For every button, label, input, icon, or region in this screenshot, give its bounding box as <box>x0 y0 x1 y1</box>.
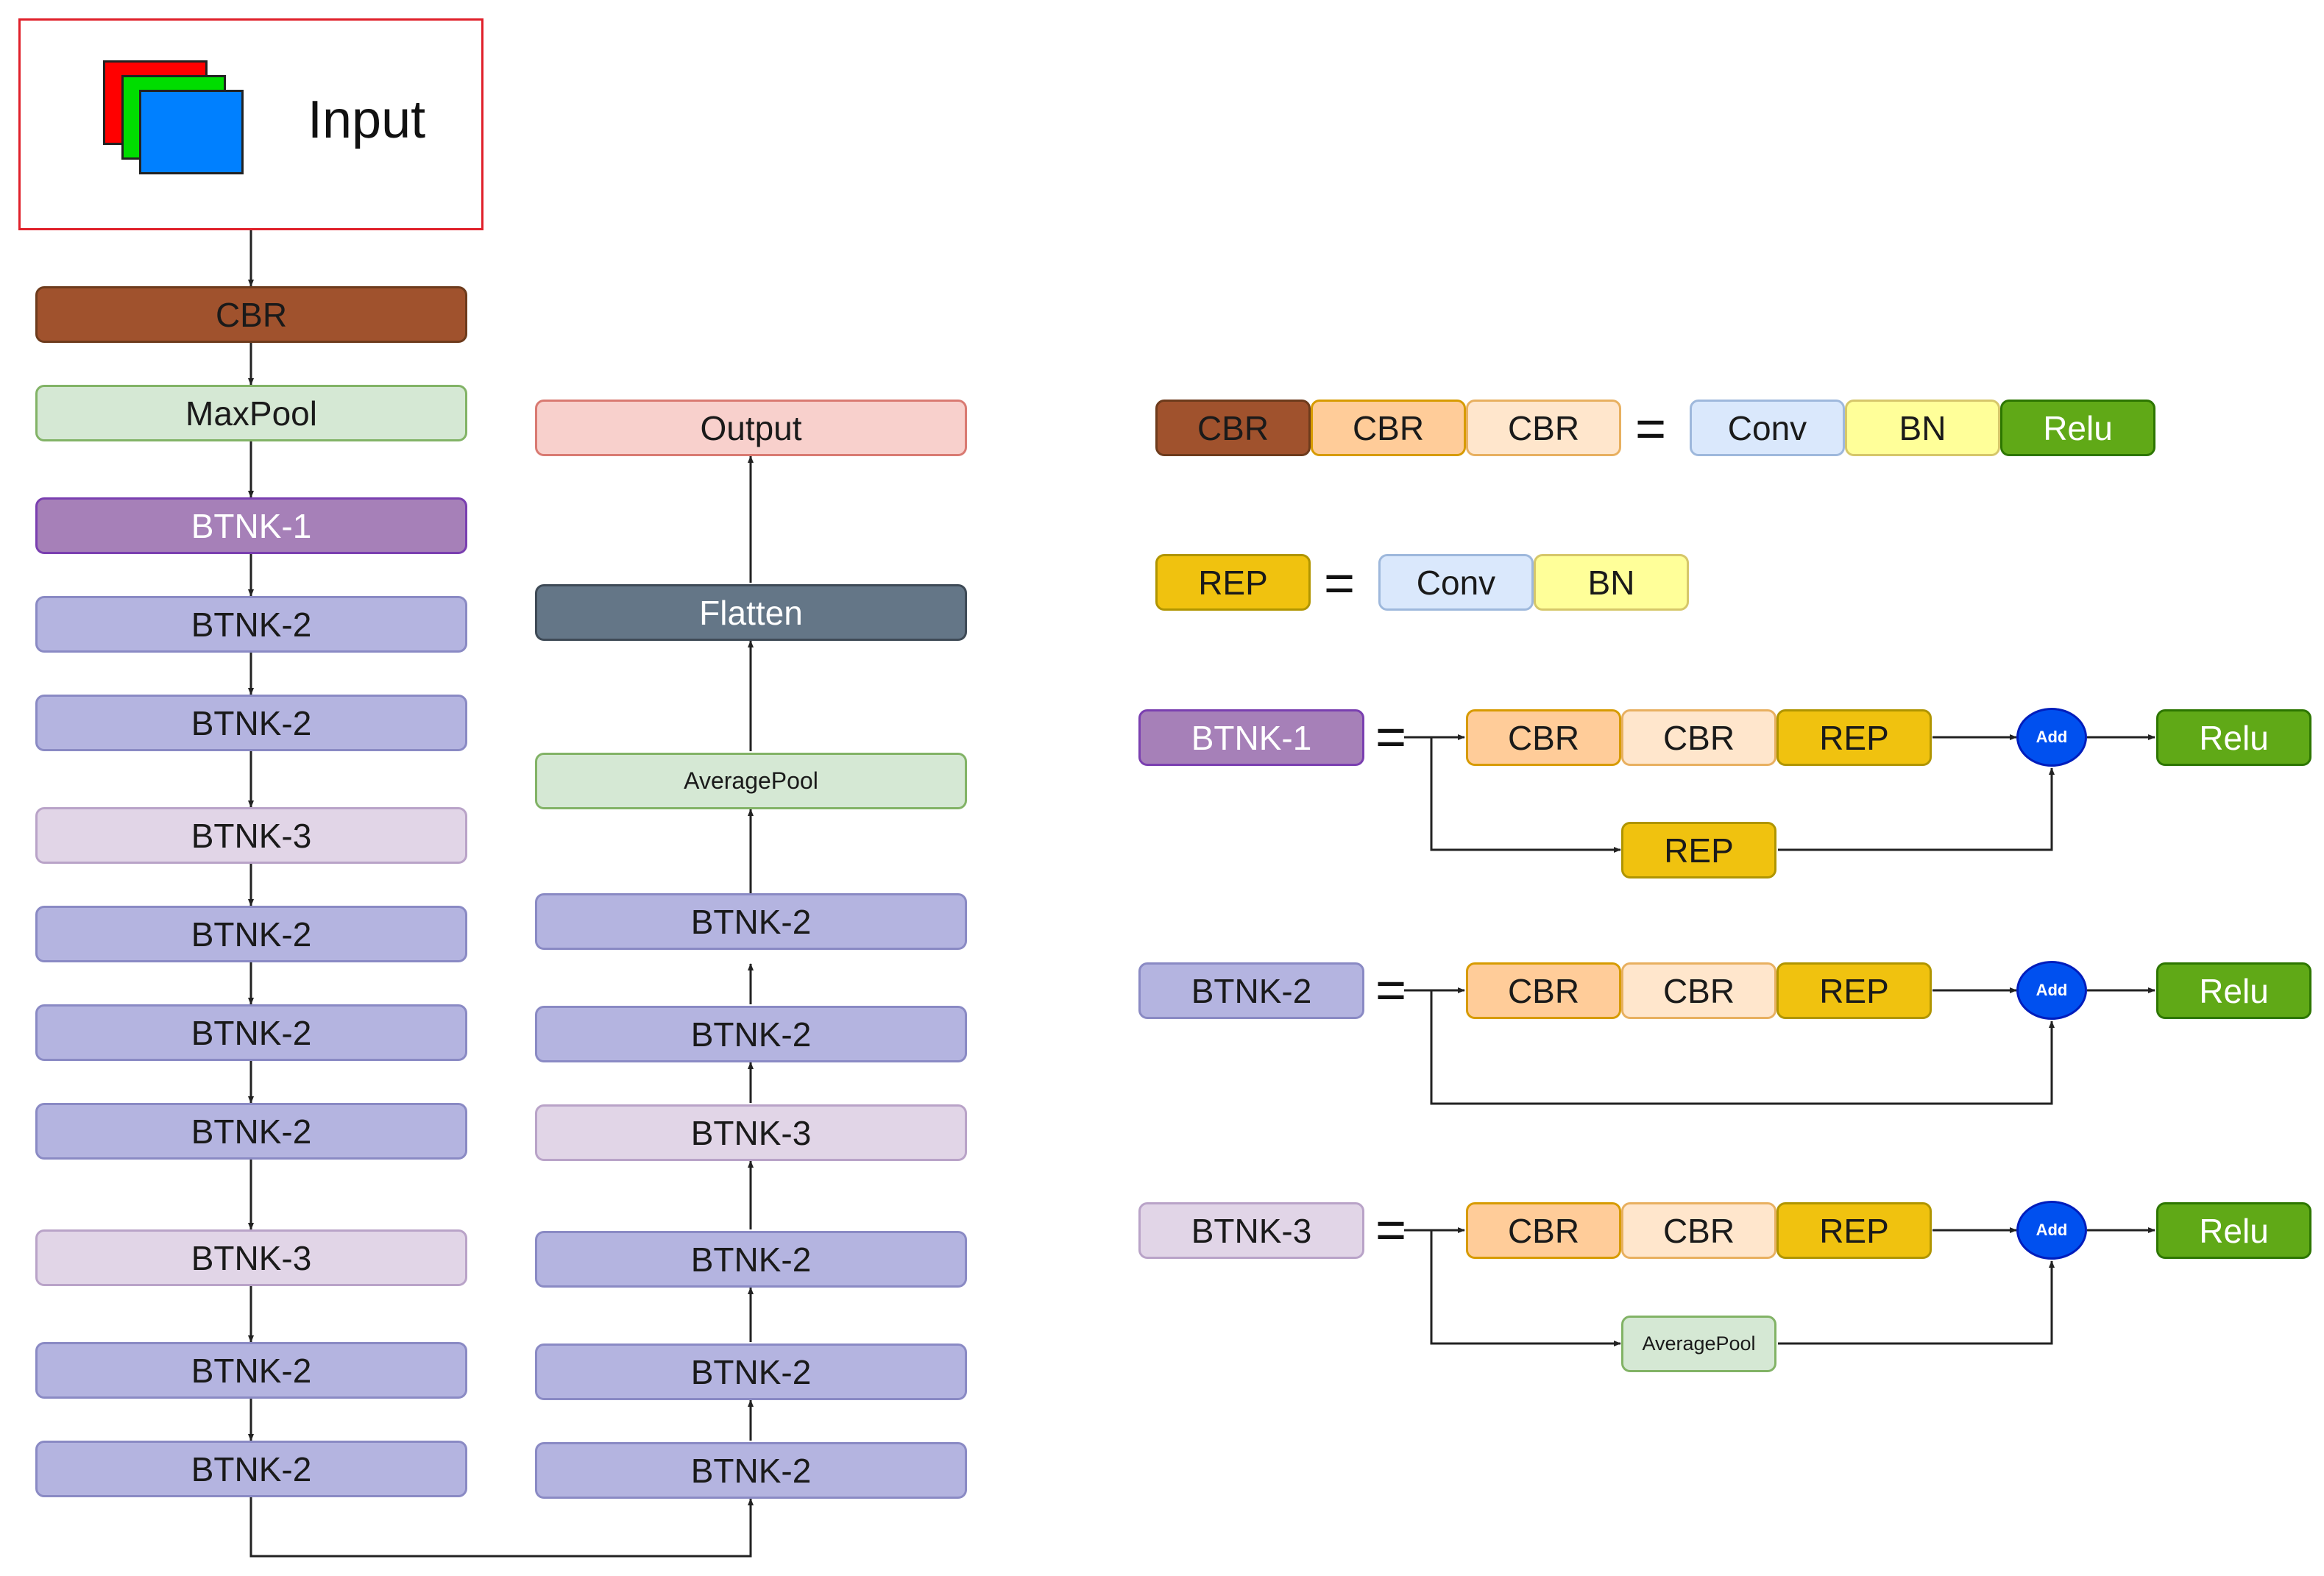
legend-rep-conv: Conv <box>1378 554 1534 611</box>
btnk1-cbr-1: CBR <box>1466 709 1621 766</box>
mid-btnk3-block: BTNK-3 <box>535 1104 967 1161</box>
legend-cbr-light: CBR <box>1466 400 1621 456</box>
btnk1-shortcut-rep: REP <box>1621 822 1776 878</box>
btnk2-add-node: Add <box>2016 961 2087 1020</box>
legend-btnk2: BTNK-2 <box>1138 962 1364 1019</box>
btnk2-cbr-2: CBR <box>1621 962 1776 1019</box>
left-btnk3-block: BTNK-3 <box>35 807 467 864</box>
legend-btnk1: BTNK-1 <box>1138 709 1364 766</box>
left-btnk1-block: BTNK-1 <box>35 497 467 554</box>
left-btnk2-block: BTNK-2 <box>35 695 467 751</box>
legend-conv: Conv <box>1690 400 1845 456</box>
btnk2-rep: REP <box>1776 962 1932 1019</box>
left-maxpool-block: MaxPool <box>35 385 467 441</box>
btnk1-rep: REP <box>1776 709 1932 766</box>
mid-btnk2-block: BTNK-2 <box>535 1231 967 1288</box>
legend-btnk3: BTNK-3 <box>1138 1202 1364 1259</box>
mid-btnk2-block: BTNK-2 <box>535 1343 967 1400</box>
btnk1-relu: Relu <box>2156 709 2311 766</box>
mid-btnk2-block: BTNK-2 <box>535 1006 967 1062</box>
btnk3-shortcut-averagepool: AveragePool <box>1621 1316 1776 1372</box>
legend-rep-bn: BN <box>1534 554 1689 611</box>
legend-cbr-mid: CBR <box>1311 400 1466 456</box>
averagepool-block: AveragePool <box>535 753 967 809</box>
legend-rep: REP <box>1155 554 1311 611</box>
btnk3-cbr-2: CBR <box>1621 1202 1776 1259</box>
left-btnk3-block: BTNK-3 <box>35 1229 467 1286</box>
left-btnk2-block: BTNK-2 <box>35 1342 467 1399</box>
equals-sign: = <box>1323 554 1356 613</box>
btnk1-add-node: Add <box>2016 708 2087 767</box>
mid-btnk2-block: BTNK-2 <box>535 893 967 950</box>
input-label: Input <box>308 90 426 149</box>
btnk3-cbr-1: CBR <box>1466 1202 1621 1259</box>
flatten-block: Flatten <box>535 584 967 641</box>
output-block: Output <box>535 400 967 456</box>
left-btnk2-block: BTNK-2 <box>35 1004 467 1061</box>
btnk2-relu: Relu <box>2156 962 2311 1019</box>
left-btnk2-block: BTNK-2 <box>35 596 467 653</box>
btnk3-rep: REP <box>1776 1202 1932 1259</box>
left-cbr-block: CBR <box>35 286 467 343</box>
btnk2-cbr-1: CBR <box>1466 962 1621 1019</box>
left-btnk2-block: BTNK-2 <box>35 1103 467 1160</box>
btnk3-relu: Relu <box>2156 1202 2311 1259</box>
equals-sign: = <box>1634 400 1667 458</box>
legend-bn: BN <box>1845 400 2000 456</box>
input-box <box>18 18 483 230</box>
equals-sign: = <box>1375 961 1407 1020</box>
legend-cbr-dark: CBR <box>1155 400 1311 456</box>
left-btnk2-block: BTNK-2 <box>35 906 467 962</box>
mid-btnk2-block: BTNK-2 <box>535 1442 967 1499</box>
blue-channel-icon <box>139 90 244 174</box>
legend-relu: Relu <box>2000 400 2155 456</box>
equals-sign: = <box>1375 708 1407 767</box>
left-btnk2-block: BTNK-2 <box>35 1441 467 1497</box>
btnk1-cbr-2: CBR <box>1621 709 1776 766</box>
btnk3-add-node: Add <box>2016 1201 2087 1260</box>
equals-sign: = <box>1375 1201 1407 1260</box>
